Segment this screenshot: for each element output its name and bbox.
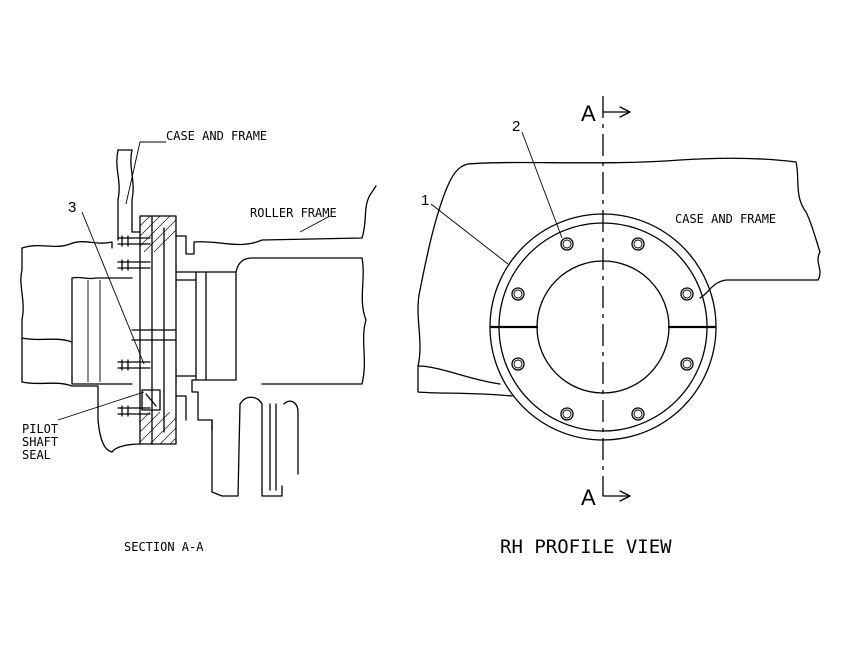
cut-arrow-top [602, 106, 631, 118]
label-pilot: PILOT [22, 422, 58, 436]
label-shaft: SHAFT [22, 435, 58, 449]
rh-profile-view [417, 96, 821, 502]
case-tube [116, 149, 134, 241]
bolt-holes [511, 237, 694, 421]
leader-1 [430, 203, 509, 265]
label-seal: SEAL [22, 448, 51, 462]
bolts-section [117, 235, 151, 417]
section-title: SECTION A-A [124, 540, 204, 554]
label-roller-frame: ROLLER FRAME [250, 206, 337, 220]
label-case-and-frame-profile: CASE AND FRAME [675, 212, 776, 226]
case-frame-outline [20, 241, 113, 453]
section-a-a-view [20, 141, 377, 497]
roller-frame [175, 185, 377, 497]
cut-label-top: A [581, 101, 596, 126]
cut-label-bottom: A [581, 485, 596, 510]
cut-arrow-bottom [602, 490, 631, 502]
shaft [71, 276, 133, 385]
callout-1: 1 [421, 192, 429, 209]
label-case-and-frame-section: CASE AND FRAME [166, 129, 267, 143]
profile-case-outline [417, 157, 821, 367]
callout-2: 2 [512, 118, 520, 135]
callout-3: 3 [68, 199, 76, 216]
leader-2 [521, 131, 563, 239]
profile-title: RH PROFILE VIEW [500, 536, 672, 558]
